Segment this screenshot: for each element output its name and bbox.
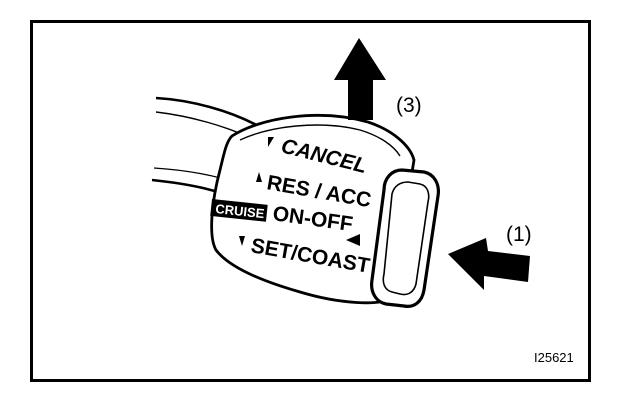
on-off-pointer-mark bbox=[346, 234, 360, 246]
set-coast-down-mark bbox=[239, 236, 245, 246]
lever-head-bevel bbox=[239, 124, 401, 157]
cruise-badge-label: CRUISE bbox=[215, 201, 266, 221]
res-acc-up-mark bbox=[256, 172, 262, 182]
callout-3: (3) bbox=[396, 94, 422, 117]
cancel-mark bbox=[268, 137, 274, 147]
push-arrow bbox=[448, 238, 530, 290]
lever-head bbox=[210, 114, 416, 305]
end-cap-inner bbox=[382, 181, 430, 296]
up-arrow bbox=[334, 38, 386, 120]
cruise-badge bbox=[210, 199, 268, 222]
callout-1: (1) bbox=[506, 223, 532, 246]
figure-id: I25621 bbox=[534, 350, 574, 365]
